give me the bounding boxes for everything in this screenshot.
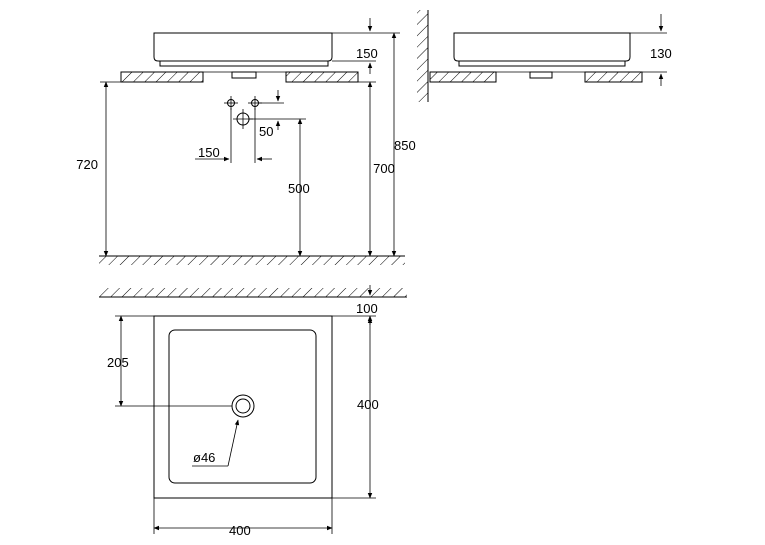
dim-drain-diameter: ø46 [193,450,215,465]
plan-wall-hatch [99,288,407,297]
dim-basin-width: 400 [229,523,251,538]
wall-hatch [417,10,428,102]
dim-basin-height-side: 130 [650,46,672,61]
plan-view: 100 205 400 400 ø46 [99,285,407,538]
basin-front-profile [153,32,333,62]
floor-hatch [99,256,405,265]
front-elevation: 720 700 850 150 500 50 150 [76,18,416,265]
basin-plan-inner [168,329,317,484]
supply-connections [224,96,262,129]
dim-supply-spacing: 150 [198,145,220,160]
dim-counter-top: 700 [373,161,395,176]
counter-slab-left [120,71,204,83]
drain-outer [231,394,255,418]
basin-base [159,60,329,67]
dim-basin-height-front: 150 [356,46,378,61]
side-drain-outlet [529,71,553,79]
basin-plan-outer [153,315,333,499]
side-elevation: 130 [417,10,672,102]
counter-slab-right [285,71,359,83]
dim-drain-offset: 205 [107,355,129,370]
dim-basin-depth: 400 [357,397,379,412]
drain-outlet [231,71,257,79]
side-counter-right [584,71,643,83]
dim-wall-gap: 100 [356,301,378,316]
basin-side-base [458,60,626,67]
dim-supply-offset: 50 [259,124,273,139]
dim-counter-height: 720 [76,157,98,172]
dim-total-height: 850 [394,138,416,153]
basin-side-profile [453,32,631,62]
drain-inner [235,398,251,414]
dim-supply-height: 500 [288,181,310,196]
side-counter-left [429,71,497,83]
